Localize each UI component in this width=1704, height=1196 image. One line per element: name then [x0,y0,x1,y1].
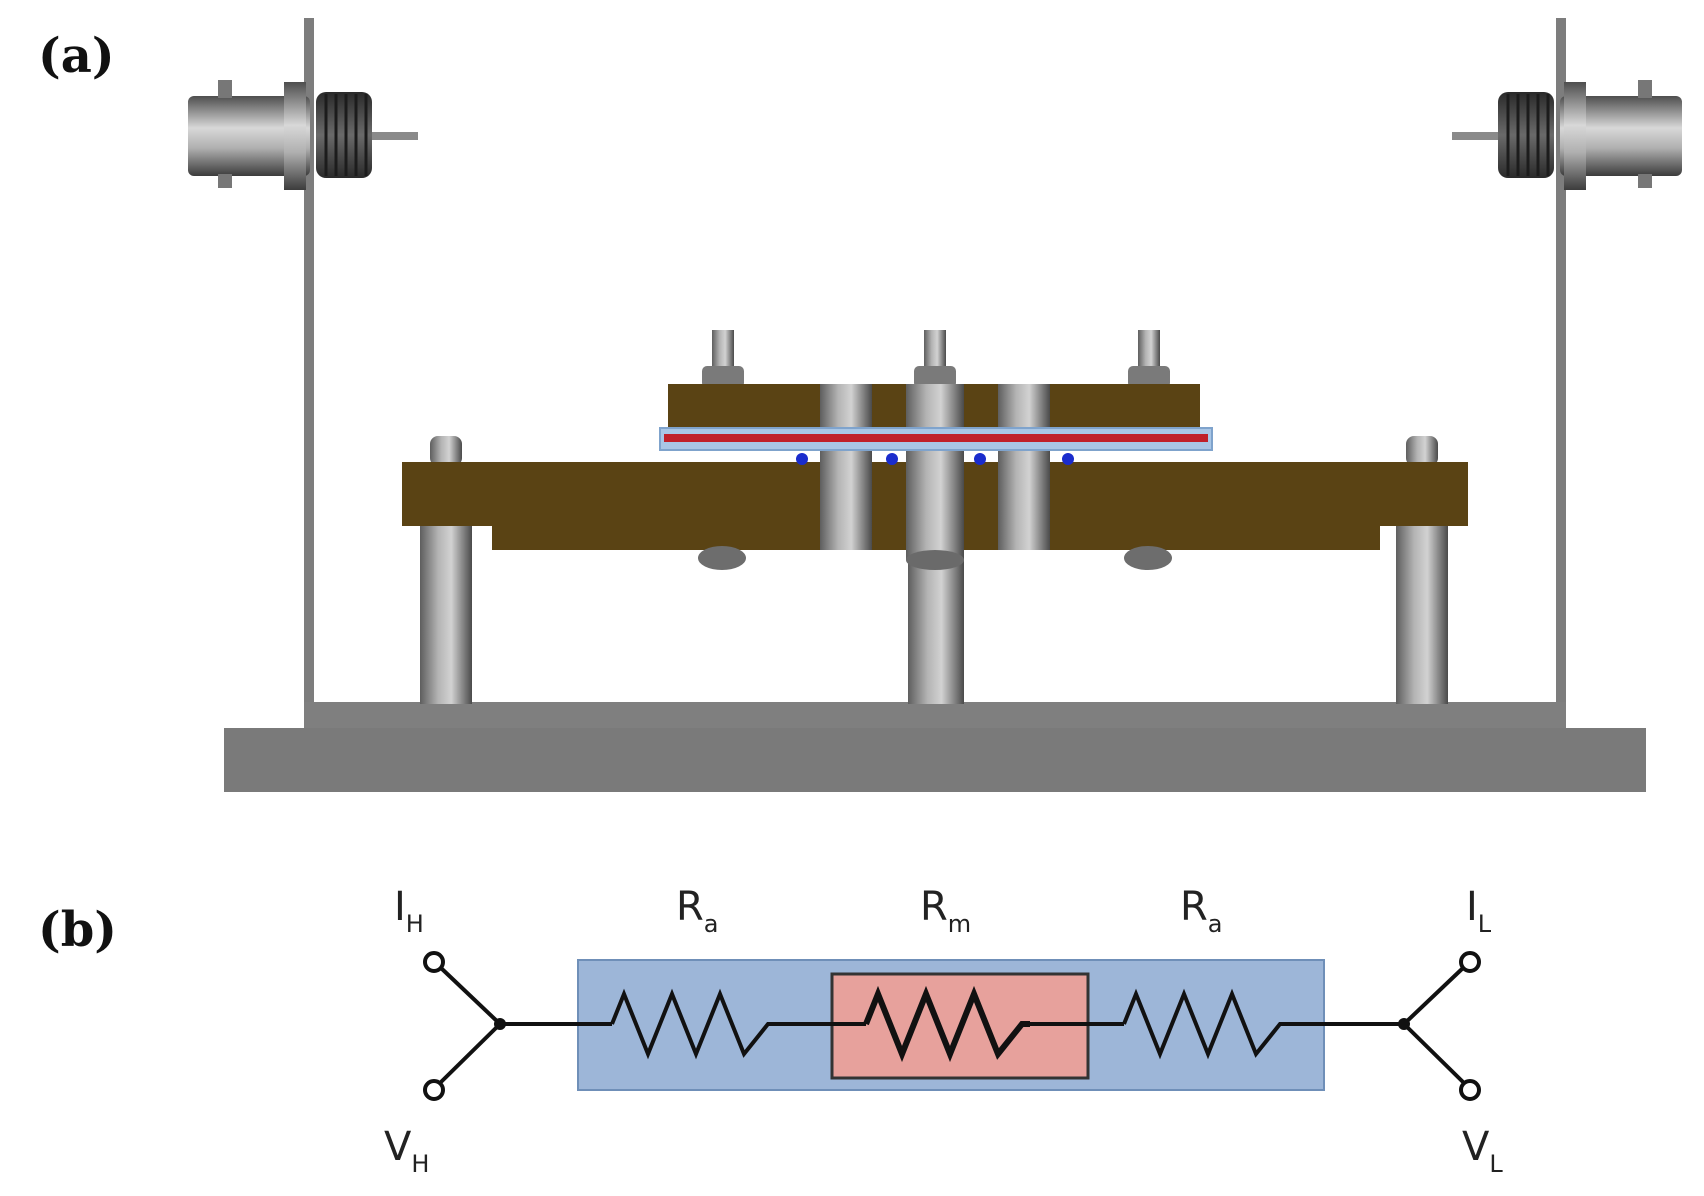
right-bottom-nut [1124,546,1172,570]
label-il: IL [1466,884,1492,938]
label-vh: VH [384,1124,429,1178]
right-junction-node [1398,1018,1410,1030]
vl-terminal-icon [1459,1079,1481,1101]
top-right-bolt [1128,330,1170,388]
il-terminal-icon [1459,951,1481,973]
vh-terminal-icon [423,1079,445,1101]
left-bnc-connector-icon [188,80,418,190]
label-ra-right: Ra [1180,884,1223,938]
left-support-leg [420,520,472,704]
label-rm: Rm [920,884,971,938]
top-left-bolt [702,330,744,388]
center-column-bottom [906,550,964,570]
electrode-column-1 [820,384,872,550]
right-support-leg [1396,520,1448,704]
base-plate-top-step [304,702,1566,732]
contact-dot-1 [796,453,808,465]
left-junction-node [494,1018,506,1030]
panel-a-label: (a) [38,28,115,84]
circuit-wires [439,966,1465,1084]
top-center-bolt [914,330,956,388]
contact-dot-3 [974,453,986,465]
label-ih: IH [394,884,424,938]
right-vertical-post [1556,18,1566,730]
ih-terminal-icon [423,951,445,973]
contact-dot-4 [1062,453,1074,465]
right-bnc-connector-icon [1452,80,1682,190]
left-end-bolt [430,436,462,466]
middle-resistor-zigzag [863,985,1030,1063]
label-ra-left: Ra [676,884,719,938]
base-plate [224,728,1646,792]
left-vertical-post [304,18,314,730]
label-vl: VL [1462,1124,1503,1178]
sample-red-layer-front [664,434,1208,442]
contact-dot-2 [886,453,898,465]
left-bottom-nut [698,546,746,570]
right-resistor-zigzag [1122,988,1288,1060]
panel-b-label: (b) [38,902,117,958]
right-end-bolt [1406,436,1438,466]
electrode-column-2 [998,384,1050,550]
left-resistor-zigzag [610,988,776,1060]
electrode-column-center [906,384,964,560]
